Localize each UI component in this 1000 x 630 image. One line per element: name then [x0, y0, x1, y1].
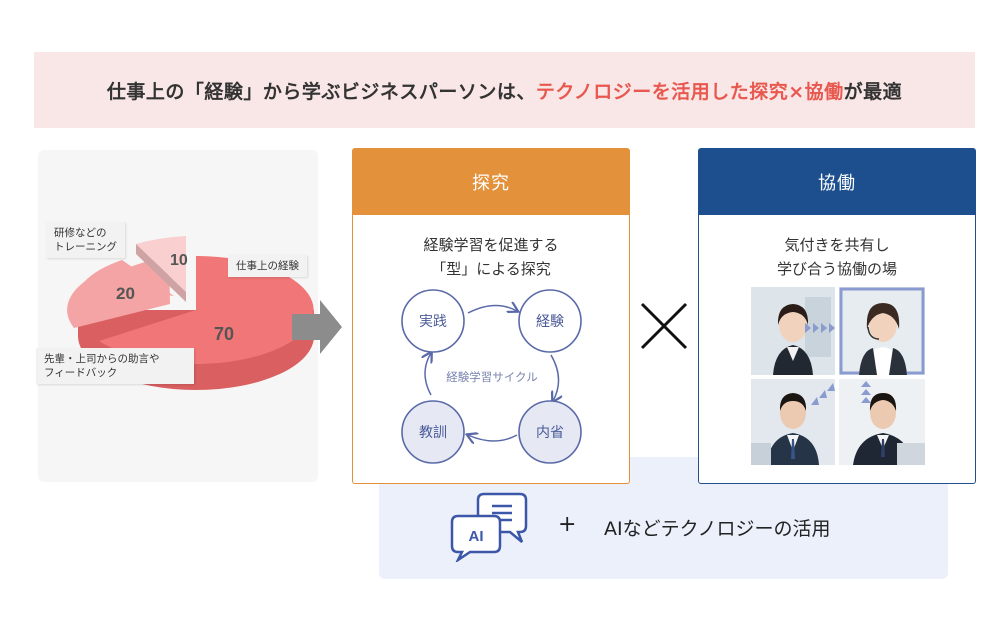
pie-slice-advice	[67, 254, 170, 328]
cycle-label-reflection: 内省	[536, 425, 564, 441]
ai-icon-label: AI	[469, 528, 484, 545]
inquiry-title: 探究	[353, 149, 629, 215]
cycle-node-experience	[518, 289, 582, 353]
collab-desc-line1: 気付きを共有し	[784, 236, 890, 254]
pie-slice-training-edge	[136, 244, 186, 302]
pie-slice-advice-face	[84, 260, 174, 296]
collaboration-title: 協働	[699, 149, 975, 215]
inquiry-description: 経験学習を促進する 「型」による探究	[353, 233, 629, 281]
cycle-label-lesson: 教訓	[419, 425, 447, 441]
collab-desc-line2: 学び合う協働の場	[776, 260, 897, 278]
cycle-arrow-reflection-lesson	[468, 435, 518, 441]
share-arrows-icon	[805, 323, 835, 333]
pie-chart: 10 20 70	[67, 236, 314, 390]
cycle-node-lesson	[401, 400, 465, 464]
pie-chart-panel: 10 20 70 研修などの トレーニング 仕事上の経験 先輩・上司からの助言や…	[36, 150, 318, 482]
cycle-label-practice: 実践	[419, 314, 447, 330]
cycle-label-experience: 経験	[536, 314, 564, 330]
pie-value-medium: 20	[116, 284, 135, 303]
headline-tail: が最適	[843, 80, 903, 103]
cycle-center-label: 経験学習サイクル	[446, 370, 537, 384]
participant-woman-1-photo	[751, 287, 835, 375]
inquiry-card: 探究 経験学習を促進する 「型」による探究 実践 経験 内省 教訓	[352, 148, 630, 484]
right-arrow-icon	[292, 300, 342, 354]
pie-value-large: 70	[214, 324, 234, 344]
callout-advice-line1: 先輩・上司からの助言や	[44, 353, 160, 365]
participant-woman-2-photo	[839, 287, 925, 375]
headline-banner: 仕事上の「経験」から学ぶビジネスパーソンは、テクノロジーを活用した探究×協働が最…	[34, 52, 975, 128]
ai-technology-text: AIなどテクノロジーの活用	[604, 518, 831, 540]
callout-training-line1: 研修などの	[54, 227, 107, 239]
pie-slice-work	[99, 256, 314, 364]
participant-man-1-photo	[751, 379, 835, 465]
participant-man-2-photo	[839, 379, 925, 465]
learning-cycle-diagram: 実践 経験 内省 教訓 経験学習サイクル	[401, 289, 582, 464]
callout-work: 仕事上の経験	[228, 255, 307, 277]
pie-slice-training	[136, 236, 186, 292]
share-diagonal-arrows-icon	[811, 383, 835, 405]
cycle-node-reflection	[518, 400, 582, 464]
headline-highlight: テクノロジーを活用した探究×協働	[535, 80, 844, 103]
callout-advice-line2: フィードバック	[44, 367, 118, 379]
callout-training: 研修などの トレーニング	[46, 222, 125, 258]
video-call-photo-grid	[751, 287, 925, 465]
collaboration-card: 協働 気付きを共有し 学び合う協働の場	[698, 148, 976, 484]
headline-main: 仕事上の「経験」から学ぶビジネスパーソンは、	[106, 80, 536, 103]
share-up-arrows-icon	[861, 381, 871, 403]
pie-value-small: 10	[170, 252, 188, 269]
collaboration-description: 気付きを共有し 学び合う協働の場	[699, 233, 975, 281]
callout-training-line2: トレーニング	[54, 241, 117, 253]
cycle-arrow-practice-experience	[467, 305, 517, 314]
cycle-arrow-lesson-practice	[425, 353, 431, 396]
inquiry-desc-line1: 経験学習を促進する	[423, 236, 559, 254]
cycle-node-practice	[401, 289, 465, 353]
callout-advice: 先輩・上司からの助言や フィードバック	[36, 348, 194, 384]
ai-chat-icon: AI	[450, 492, 528, 562]
cycle-arrow-experience-reflection	[550, 354, 559, 401]
plus-sign: +	[558, 512, 577, 537]
inquiry-desc-line2: 「型」による探究	[431, 260, 551, 278]
multiply-icon	[640, 302, 688, 350]
